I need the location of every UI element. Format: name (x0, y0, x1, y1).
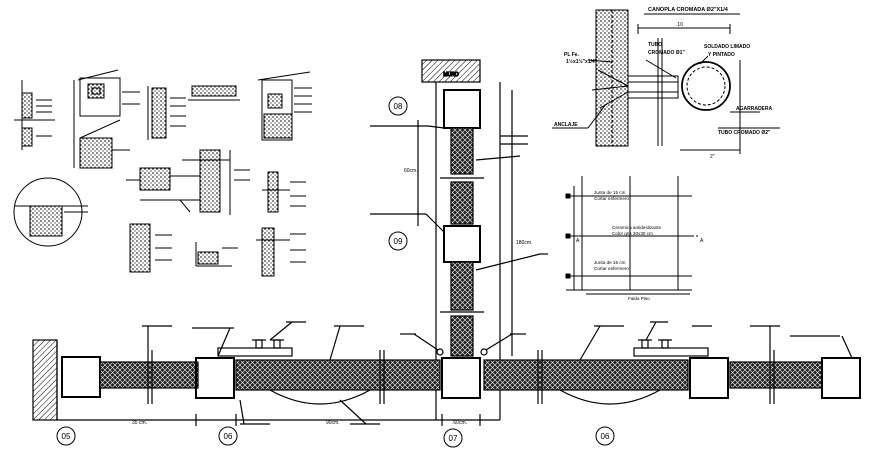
junta-bottom-line2: Cortar enfermero (594, 266, 629, 271)
soldado-line2: Y PINTADO (708, 52, 735, 58)
wall-block (421, 59, 481, 83)
grab-bar-detail (552, 9, 780, 154)
callout-09: 09 (388, 231, 408, 251)
callout-08-label: 08 (394, 102, 403, 111)
callout-06-left: 06 (218, 426, 238, 446)
tile-grid (565, 176, 700, 295)
junta-top-line2: Cortar enfermero (594, 196, 629, 201)
callout-05-label: 05 (62, 432, 71, 441)
callouts: 08 09 05 06 07 06 (56, 96, 615, 448)
tubo-cromado-line1: TUBO (648, 42, 662, 48)
horizontal-section (32, 321, 861, 426)
callout-09-label: 09 (394, 237, 403, 246)
callout-07-label: 07 (449, 434, 458, 443)
callout-06-left-label: 06 (224, 432, 233, 441)
tile-grid-labels: Junta de 15 cm Cortar enfermero Ceramica… (576, 190, 704, 301)
junta-top-line1: Junta de 15 cm (594, 190, 626, 195)
ceramica-line1: Ceramica antideslizante (612, 225, 661, 230)
callout-06-right: 06 (595, 426, 615, 446)
detail-dim-top: .10 (676, 22, 683, 28)
dim-vertical-right: 180cm. (516, 240, 532, 246)
agarradera-label: AGARRADERA (736, 106, 773, 112)
tubo-cromado-line2: CROMADO Ø1" (648, 50, 685, 56)
left-wall (32, 339, 58, 421)
section-tag-a-left: A (576, 238, 580, 244)
pl-line2: 1½x1½"x1/4" (566, 58, 598, 65)
pl-line1: PL Fe. (564, 52, 580, 58)
dim-vertical-left: 60cm. (404, 168, 418, 174)
callout-08: 08 (388, 96, 408, 116)
detail-title: CANOPLA CROMADA Ø2"X1/4 (648, 7, 729, 13)
dim-bottom-left: 35 cm. (132, 420, 147, 426)
dim-bottom-right: .60cm. (452, 420, 467, 426)
callout-05: 05 (56, 426, 76, 446)
grid-caption: Falda Piso (628, 296, 650, 301)
callout-07: 07 (443, 428, 463, 448)
ceramica-line2: Color gris 30x30 cm (612, 231, 653, 236)
vertical-section: MURO 60cm. 180cm. (370, 59, 548, 420)
detail-dim-right: 2" (710, 154, 715, 160)
anclaje-label: ANCLAJE (554, 122, 578, 128)
tubo-cromado-bottom: TUBO CROMADO Ø2" (718, 130, 771, 136)
small-details-group (13, 69, 312, 277)
wall-label: MURO (443, 72, 458, 78)
dim-bottom-mid: 90cm. (326, 420, 340, 426)
junta-bottom-line1: Junta de 15 cm (594, 260, 626, 265)
callout-06-right-label: 06 (601, 432, 610, 441)
section-tag-a-right: A (700, 238, 704, 244)
soldado-line1: SOLDADO LIMADO (704, 44, 750, 50)
grab-bar-labels: CANOPLA CROMADA Ø2"X1/4 .10 TUBO CROMADO… (554, 7, 773, 160)
